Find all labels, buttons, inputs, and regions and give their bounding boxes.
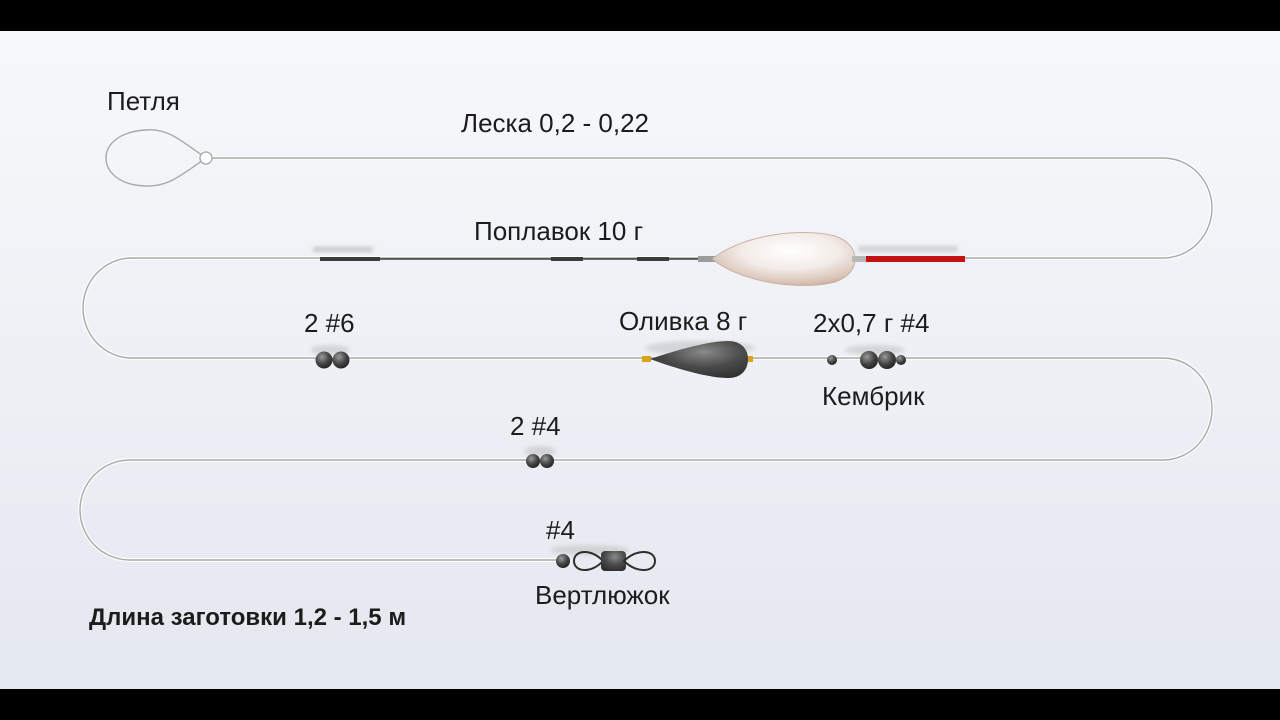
label-float: Поплавок 10 г <box>474 216 643 246</box>
float-stem-segment-2 <box>551 257 583 261</box>
swivel-barrel <box>601 551 626 571</box>
shot-small <box>827 355 837 365</box>
shot-shadow <box>524 446 556 456</box>
label-cambric: Кембрик <box>822 381 925 411</box>
label-loop: Петля <box>107 86 180 116</box>
label-shot-2x6: 2 #6 <box>304 308 355 338</box>
olive-body <box>650 341 748 378</box>
shot-ball <box>860 351 878 369</box>
label-shot-4: #4 <box>546 515 575 545</box>
swivel-eye-left <box>572 551 605 571</box>
shot-pair-2x4 <box>524 446 556 468</box>
top-letterbox-bar <box>0 0 1280 31</box>
loop-outline <box>105 129 208 187</box>
bottom-letterbox-bar <box>0 689 1280 720</box>
loop-knot-bead <box>199 151 213 165</box>
label-line: Леска 0,2 - 0,22 <box>461 108 649 138</box>
shot-ball <box>315 351 333 369</box>
label-blank-length: Длина заготовки 1,2 - 1,5 м <box>89 604 406 631</box>
shot-4 <box>556 554 570 568</box>
float-stem-segment-3 <box>637 257 669 261</box>
float-stem-grey <box>698 256 718 262</box>
shot-ball <box>526 454 540 468</box>
float-neck <box>852 256 868 262</box>
olive-sinker <box>642 341 755 378</box>
float-tip-shadow <box>858 246 958 252</box>
swivel-eye-right <box>622 551 657 571</box>
float-antenna-shadow <box>313 247 373 252</box>
swivel-assembly <box>550 545 657 571</box>
shot-ball <box>332 351 350 369</box>
float <box>313 232 965 286</box>
shot-small <box>896 355 906 365</box>
float-stem-segment-1 <box>320 257 380 261</box>
label-shot-2x4: 2 #4 <box>510 411 561 441</box>
label-swivel: Вертлюжок <box>535 580 670 610</box>
shot-group-2x07 <box>827 345 906 369</box>
shot-pair-2x6 <box>310 345 350 369</box>
loop-knot <box>105 129 213 187</box>
olive-stopper-left <box>642 356 651 362</box>
shot-ball <box>878 351 896 369</box>
label-olive: Оливка 8 г <box>619 306 747 336</box>
label-shot-group: 2x0,7 г #4 <box>813 308 929 338</box>
shot-ball <box>540 454 554 468</box>
olive-stopper-right <box>744 356 753 362</box>
float-antenna-tip <box>866 256 965 262</box>
